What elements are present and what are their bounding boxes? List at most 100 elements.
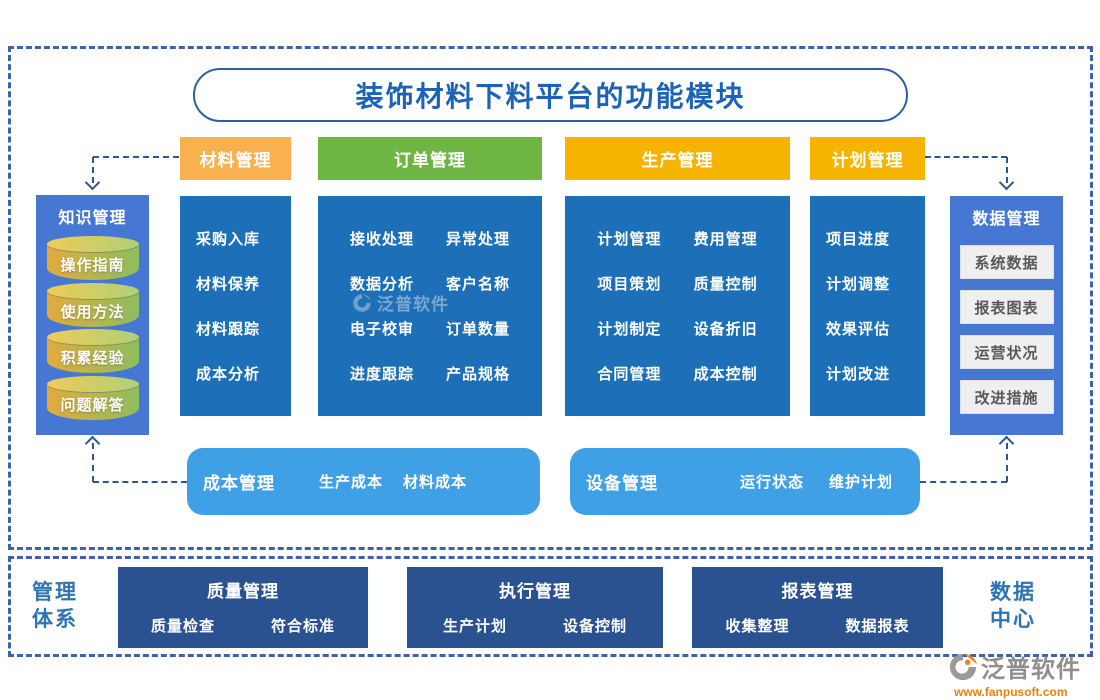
pill-title: 成本管理 [203,474,275,493]
panel-data-management: 数据管理 系统数据 报表图表 运营状况 改进措施 [950,196,1063,435]
brand-url: www.fanpusoft.com [954,685,1068,699]
module-row: 进度跟踪 产品规格 [318,363,542,384]
module-row: 数据分析 客户名称 [318,273,542,294]
brand-row: 泛普软件 [948,649,1081,684]
label-line: 中心 [990,608,1036,632]
column-order-management: 接收处理 异常处理 数据分析 客户名称 电子校审 订单数量 进度跟踪 产品规格 [318,196,542,416]
pill-item: 维护计划 [829,474,894,491]
connector-line [93,156,179,158]
module-item: 设备折旧 [693,321,758,338]
header-label: 材料管理 [199,151,272,170]
box-title: 执行管理 [499,582,571,601]
data-item: 运营状况 [959,335,1054,369]
pill-title: 设备管理 [586,474,658,493]
box-item: 生产计划 [442,618,507,635]
box-item: 收集整理 [725,618,790,635]
box-items: 收集整理 数据报表 [692,615,943,636]
panel-body: 系统数据 报表图表 运营状况 改进措施 [950,228,1063,435]
connector-line [92,443,94,482]
module-item: 采购入库 [196,231,261,248]
module-item: 计划制定 [597,321,662,338]
box-items: 生产计划 设备控制 [407,615,663,636]
box-title: 报表管理 [781,582,854,601]
fanpu-logo-icon [949,653,978,680]
module-row: 电子校审 订单数量 [318,318,542,339]
module-item: 计划改进 [826,366,891,383]
module-item: 客户名称 [445,276,510,293]
connector-line [920,481,1007,483]
connector-line [1006,443,1008,482]
label-management-system: 管理 体系 [24,579,86,634]
column-plan-management: 项目进度 计划调整 效果评估 计划改进 [810,196,925,416]
module-item: 订单数量 [445,321,510,338]
module-item: 成本分析 [196,366,261,383]
connector-line [93,481,187,483]
header-production-management: 生产管理 [565,137,790,180]
module-item: 异常处理 [445,231,510,248]
brand-name: 泛普软件 [981,656,1081,683]
label-line: 数据 [990,581,1036,604]
module-item: 计划管理 [597,231,662,248]
connector-line [92,157,94,183]
cylinder-label: 操作指南 [60,256,125,274]
box-item: 质量检查 [150,618,215,635]
column-production-management: 计划管理 费用管理 项目策划 质量控制 计划制定 设备折旧 合同管理 成本控制 [565,196,790,416]
module-item: 材料保养 [196,276,261,293]
panel-body: 操作指南 使用方法 积累经验 问题解答 [36,227,149,435]
module-item: 计划调整 [826,276,891,293]
page-title: 装饰材料下料平台的功能模块 [355,81,746,112]
module-row: 合同管理 成本控制 [565,363,790,384]
cylinder-item: 使用方法 [46,282,139,327]
connector-line [925,156,1007,158]
module-row: 计划制定 设备折旧 [565,318,790,339]
module-item: 费用管理 [693,231,758,248]
module-item: 效果评估 [826,321,891,338]
module-row: 计划管理 费用管理 [565,228,790,249]
data-item: 系统数据 [959,245,1054,279]
connector-line [1006,157,1008,183]
panel-title: 知识管理 [58,210,127,227]
cylinder-label: 问题解答 [60,397,125,415]
module-item: 材料跟踪 [196,321,261,338]
brand-footer: 泛普软件 www.fanpusoft.com [948,649,1081,699]
module-item: 数据分析 [349,276,414,293]
box-title: 质量管理 [207,582,279,601]
box-item: 数据报表 [845,618,910,635]
box-quality-management: 质量管理 质量检查 符合标准 [118,567,368,648]
header-plan-management: 计划管理 [810,137,925,180]
header-label: 订单管理 [394,151,466,170]
module-item: 产品规格 [445,366,510,383]
header-order-management: 订单管理 [318,137,542,180]
box-item: 设备控制 [563,618,628,635]
module-item: 项目进度 [826,231,891,248]
module-item: 成本控制 [693,366,758,383]
module-item: 合同管理 [597,366,662,383]
header-material-management: 材料管理 [180,137,291,180]
cylinder-item: 操作指南 [46,235,139,280]
label-data-center: 数据 中心 [982,579,1044,634]
management-dashed-border [8,556,1093,657]
cylinder-item: 积累经验 [46,329,139,374]
label-line: 体系 [32,608,78,632]
pill-equipment-management: 设备管理 运行状态 维护计划 [570,448,920,515]
pill-item: 生产成本 [319,474,384,491]
module-item: 项目策划 [597,276,662,293]
box-items: 质量检查 符合标准 [118,615,368,636]
diagram-title-box: 装饰材料下料平台的功能模块 [193,68,908,122]
label-line: 管理 [32,581,78,604]
box-execution-management: 执行管理 生产计划 设备控制 [407,567,663,648]
module-item: 电子校审 [349,321,414,338]
cylinder-item: 问题解答 [46,376,139,421]
pill-cost-management: 成本管理 生产成本 材料成本 [187,448,540,515]
pill-item: 运行状态 [740,474,805,491]
header-label: 生产管理 [641,151,714,170]
module-item: 质量控制 [693,276,758,293]
main-dashed-border [8,46,1093,550]
module-row: 接收处理 异常处理 [318,228,542,249]
data-item: 报表图表 [959,290,1054,324]
data-item: 改进措施 [959,380,1054,414]
cylinder-label: 使用方法 [60,303,125,321]
pill-item: 材料成本 [403,474,468,491]
box-item: 符合标准 [271,618,336,635]
